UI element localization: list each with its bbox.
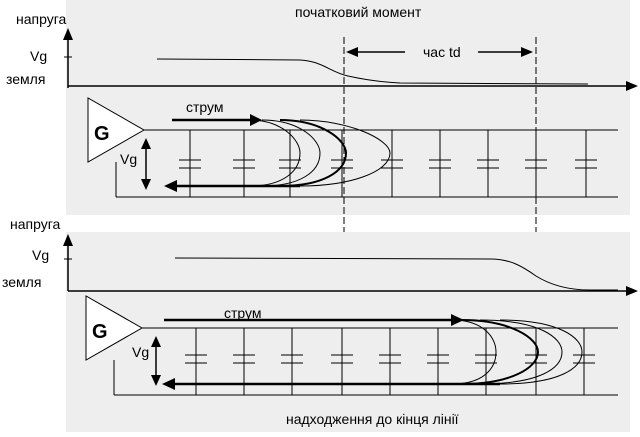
bottom-line-vg-arrow-down bbox=[151, 375, 161, 386]
top-voltage-axis-arrow bbox=[63, 28, 73, 40]
bottom-generator-symbol bbox=[85, 295, 144, 361]
top-line-vg-arrow-up bbox=[141, 138, 151, 149]
bottom-caption: надходження до кінця лінії bbox=[286, 411, 459, 427]
bottom-waveform-panel bbox=[66, 232, 630, 293]
bottom-line-vg-label: Vg bbox=[132, 344, 149, 360]
top-title: початковий момент bbox=[295, 4, 422, 20]
bottom-wavefront-loops bbox=[451, 319, 583, 385]
top-line-vg-arrow-down bbox=[141, 179, 151, 190]
td-left-arrowhead bbox=[346, 47, 358, 57]
bottom-ground-axis-arrow bbox=[626, 286, 638, 296]
top-voltage-waveform bbox=[156, 58, 589, 85]
bottom-current-label: струм bbox=[224, 305, 262, 321]
top-line-panel bbox=[66, 86, 630, 215]
bottom-vg-label: Vg bbox=[32, 247, 49, 263]
td-right-arrowhead bbox=[521, 47, 533, 57]
top-ground-axis-arrow bbox=[626, 81, 638, 91]
bottom-ground-label: земля bbox=[2, 274, 41, 290]
bottom-current-return-arrowhead bbox=[162, 378, 175, 390]
top-ground-label: земля bbox=[6, 71, 45, 87]
top-vg-label: Vg bbox=[30, 48, 47, 64]
top-generator-label: G bbox=[94, 123, 110, 145]
top-voltage-axis-label: напруга bbox=[16, 11, 67, 27]
bottom-voltage-axis-label: напруга bbox=[10, 216, 61, 232]
bottom-line-vg-arrow-up bbox=[151, 336, 161, 347]
td-label: час td bbox=[423, 44, 461, 60]
top-generator-symbol bbox=[87, 97, 146, 163]
top-line-vg-label: Vg bbox=[120, 151, 137, 167]
top-current-label: струм bbox=[186, 99, 224, 115]
bottom-voltage-axis-arrow bbox=[63, 234, 73, 246]
bottom-generator-label: G bbox=[92, 321, 108, 343]
top-wavefront-loops bbox=[249, 119, 391, 187]
top-current-return-arrowhead bbox=[164, 180, 177, 192]
bottom-voltage-waveform bbox=[174, 257, 618, 291]
